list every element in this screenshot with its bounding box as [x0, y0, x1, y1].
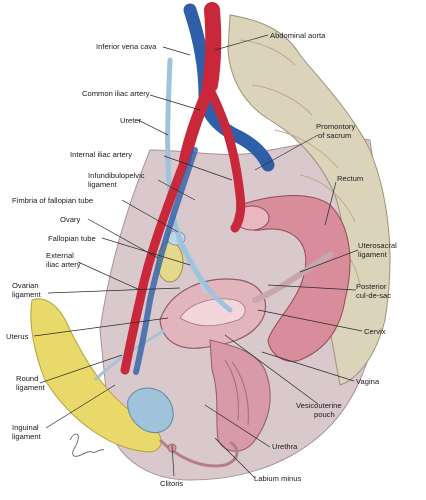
- artist-signature: [69, 433, 105, 457]
- label-internal-iliac-artery: Internal iliac artery: [70, 150, 132, 159]
- label-urethra: Urethra: [272, 442, 298, 451]
- label-labium-minus: Labium minus: [254, 474, 301, 483]
- rectum: [238, 195, 351, 362]
- label-cervix: Cervix: [364, 327, 386, 336]
- external-iliac-vein: [133, 147, 198, 375]
- label-round-ligament-line1: Round: [16, 374, 38, 383]
- bladder: [127, 387, 174, 434]
- vaginal-rugae: [224, 359, 249, 426]
- label-round-ligament-line2: ligament: [16, 383, 46, 392]
- sacrum: [227, 14, 391, 386]
- label-posterior-cul-de-sac-line1: Posterior: [356, 282, 387, 291]
- label-external-iliac-line1: External: [46, 251, 74, 260]
- label-vagina: Vagina: [356, 377, 380, 386]
- label-uterosacral-line1: Uterosacral: [358, 241, 397, 250]
- labium-minus: [158, 438, 239, 468]
- label-external-iliac-line2: iliac artery: [46, 260, 81, 269]
- label-abdominal-aorta: Abdominal aorta: [270, 31, 326, 40]
- label-rectum: Rectum: [337, 174, 363, 183]
- label-inguinal-ligament-line1: Inguinal: [12, 423, 39, 432]
- label-ovarian-ligament-line1: Ovarian: [12, 281, 39, 290]
- label-promontory-line2: of sacrum: [318, 131, 351, 140]
- leader-lines: [33, 34, 363, 479]
- label-uterosacral-line2: ligament: [358, 250, 388, 259]
- label-ovary: Ovary: [60, 215, 80, 224]
- label-inferior-vena-cava: Inferior vena cava: [96, 42, 157, 51]
- label-uterus: Uterus: [6, 332, 29, 341]
- label-ureter: Ureter: [120, 116, 142, 125]
- label-fallopian-tube: Fallopian tube: [48, 234, 96, 243]
- label-infundibulopelvic-line2: ligament: [88, 180, 118, 189]
- uterine-cavity: [179, 298, 246, 327]
- label-clitoris: Clitoris: [160, 479, 183, 488]
- uterosacral-band: [252, 252, 333, 303]
- label-vesicouterine-line1: Vesicouterine: [296, 401, 342, 410]
- label-fimbria: Fimbria of fallopian tube: [12, 196, 93, 205]
- label-vesicouterine-line2: pouch: [314, 410, 335, 419]
- label-promontory-line1: Promontory: [316, 122, 355, 131]
- label-posterior-cul-de-sac-line2: cul-de-sac: [356, 291, 391, 300]
- abdominal-aorta: [202, 2, 222, 93]
- external-iliac-artery: [120, 155, 190, 375]
- label-infundibulopelvic-line1: Infundibulopelvic: [88, 171, 145, 180]
- internal-iliac-artery: [205, 85, 246, 233]
- pubic-fat: [30, 298, 162, 453]
- inferior-vena-cava: [183, 3, 275, 172]
- label-common-iliac-artery: Common iliac artery: [82, 89, 150, 98]
- label-inguinal-ligament-line2: ligament: [12, 432, 42, 441]
- label-ovarian-ligament-line2: ligament: [12, 290, 42, 299]
